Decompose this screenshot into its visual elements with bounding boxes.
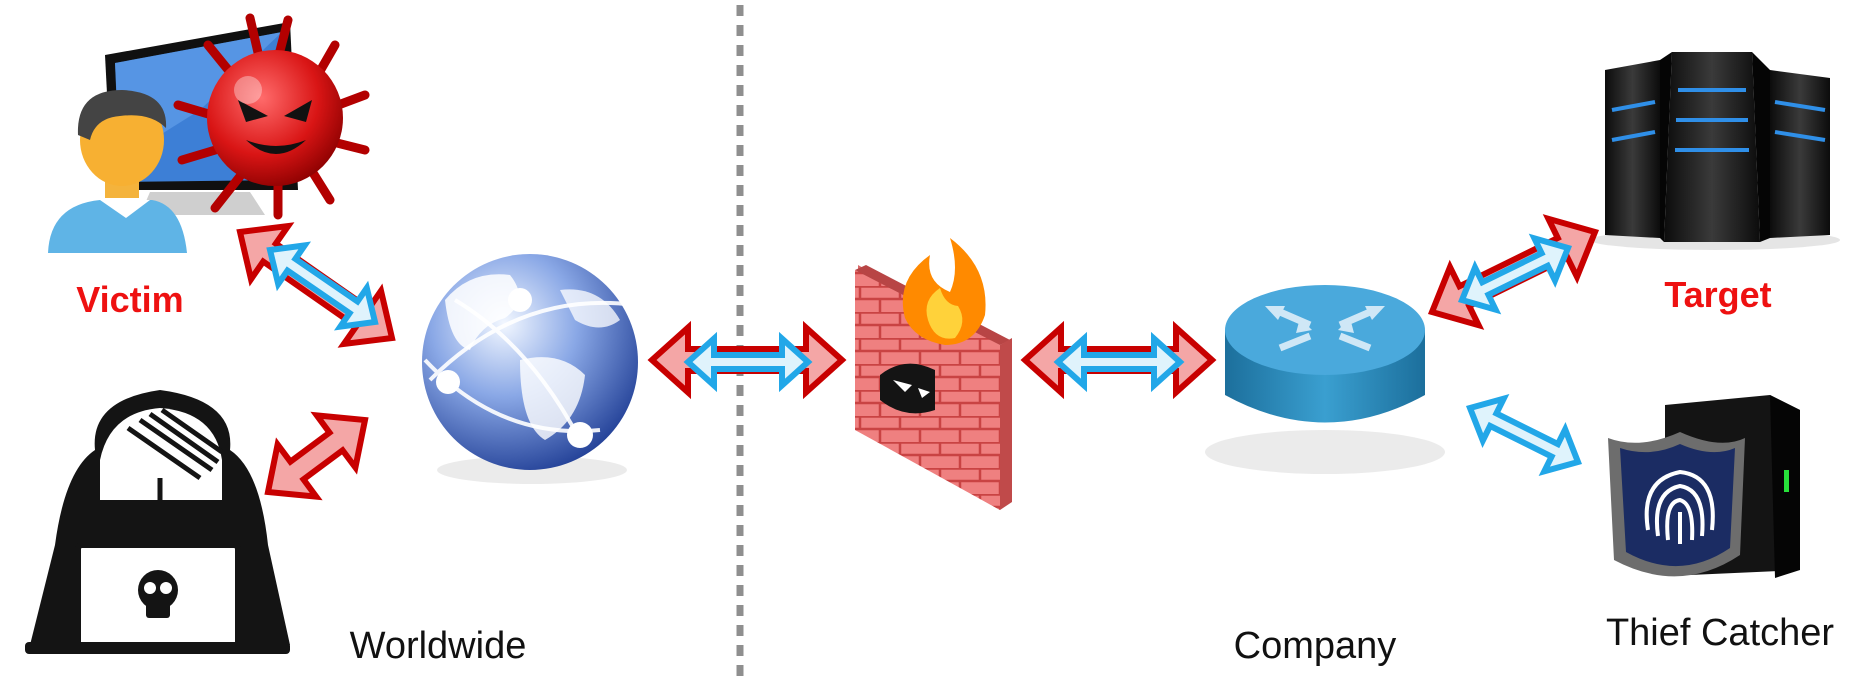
arrow-hacker-internet-red (264, 411, 369, 501)
thief-catcher-label: Thief Catcher (1606, 612, 1834, 654)
zone-label-company: Company (1234, 625, 1397, 667)
fingerprint-security-server-icon[interactable] (1608, 395, 1800, 578)
arrow-internet-firewall-blue (683, 331, 813, 393)
skull-icon (138, 570, 178, 618)
victim-user-with-malware-icon[interactable] (48, 13, 370, 253)
flame-icon (902, 238, 986, 345)
arrow-victim-internet-blue (266, 241, 379, 331)
arrow-router-target-blue (1457, 233, 1573, 315)
arrow-router-thief-catcher-blue (1465, 394, 1583, 476)
burning-firewall-icon[interactable] (855, 238, 1012, 510)
malware-virus-icon (173, 13, 370, 220)
zone-label-worldwide: Worldwide (350, 625, 527, 667)
arrow-firewall-router-blue (1053, 331, 1185, 393)
target-label: Target (1664, 274, 1771, 315)
globe-network-icon[interactable] (422, 254, 638, 484)
fingerprint-icon (1644, 469, 1715, 544)
router-icon[interactable] (1205, 285, 1445, 474)
hooded-hacker-laptop-icon[interactable] (25, 390, 290, 654)
user-avatar-icon (48, 90, 187, 253)
server-rack-icon[interactable] (1590, 52, 1840, 250)
connection-arrows (236, 214, 1600, 501)
victim-label: Victim (76, 279, 183, 320)
